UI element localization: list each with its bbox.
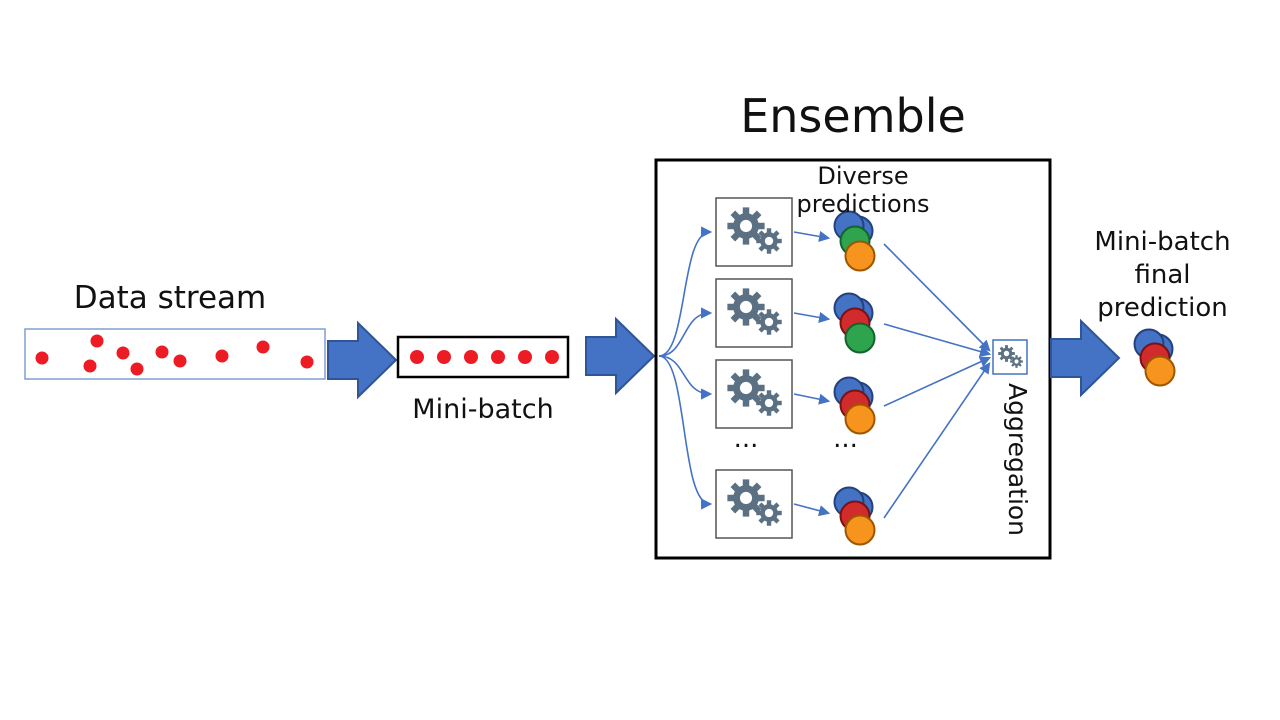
flow-arrow-2 <box>585 316 656 396</box>
final-prediction-label: Mini-batch final prediction <box>1094 227 1231 323</box>
prediction-stack-3 <box>833 376 876 435</box>
ensemble-title: Ensemble <box>740 89 966 143</box>
model-box-2 <box>715 278 793 348</box>
gear-icon <box>1010 355 1023 368</box>
mini-batch-box <box>396 335 570 379</box>
model-box-1 <box>715 197 793 267</box>
fan-connectors <box>658 226 713 510</box>
models-ellipsis: ... <box>733 424 759 454</box>
flow-arrow-3 <box>1050 318 1121 398</box>
data-stream-box <box>24 328 326 380</box>
gear-icon <box>756 228 782 254</box>
gear-icon <box>756 309 782 335</box>
data-stream-dots <box>35 334 314 376</box>
predictions-ellipsis: ... <box>833 424 858 454</box>
prediction-stack-1 <box>833 210 876 272</box>
diverse-predictions-label: Diverse predictions <box>796 162 930 218</box>
prediction-stack-4 <box>833 486 876 546</box>
aggregation-connectors <box>883 243 992 519</box>
gear-icon <box>998 345 1015 362</box>
model-output-connectors <box>793 230 831 517</box>
model-box-3 <box>715 359 793 429</box>
mini-batch-label: Mini-batch <box>412 394 554 425</box>
model-box-4 <box>715 469 793 539</box>
final-prediction-stack <box>1133 328 1176 387</box>
aggregation-box <box>992 339 1028 375</box>
mini-batch-dots <box>410 350 559 364</box>
aggregation-label: Aggregation <box>1003 383 1032 537</box>
data-stream-label: Data stream <box>73 280 267 316</box>
flow-arrow-1 <box>327 320 398 400</box>
gear-icon <box>756 500 782 526</box>
prediction-stack-2 <box>833 292 876 354</box>
gear-icon <box>756 390 782 416</box>
